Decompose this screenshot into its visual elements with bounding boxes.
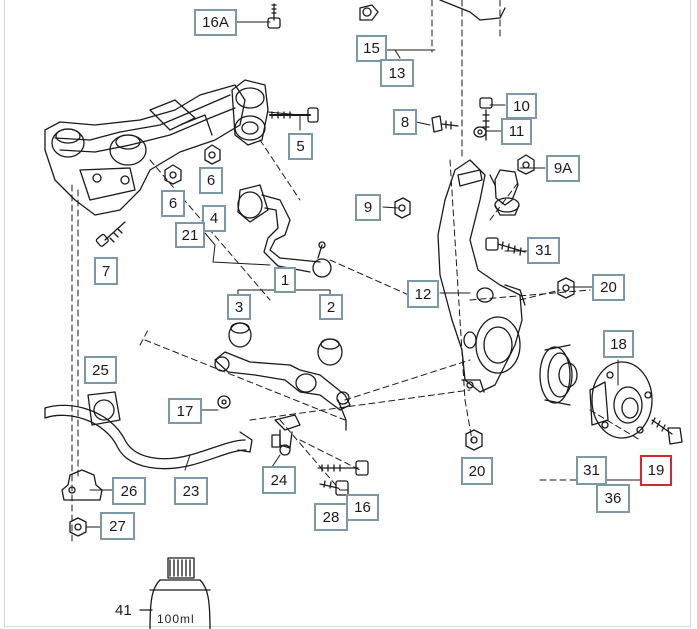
callout-17[interactable]: 17 xyxy=(168,398,202,424)
callout-5[interactable]: 5 xyxy=(288,133,313,160)
nut-20b xyxy=(465,429,483,451)
upper-link xyxy=(237,184,332,278)
coupling-link xyxy=(271,414,301,456)
callout-27[interactable]: 27 xyxy=(100,512,135,540)
diagram-frame xyxy=(4,0,691,627)
callout-9[interactable]: 9 xyxy=(355,194,381,221)
bolt-31a xyxy=(485,237,526,256)
label-41: 41 xyxy=(115,602,132,619)
callout-15[interactable]: 15 xyxy=(356,35,387,62)
nut-6b xyxy=(164,164,182,185)
nut-27 xyxy=(69,517,87,537)
callout-18[interactable]: 18 xyxy=(603,330,634,358)
washer-11 xyxy=(473,126,487,138)
callout-10[interactable]: 10 xyxy=(506,93,537,119)
callout-9a[interactable]: 9A xyxy=(546,155,580,182)
upper-mount xyxy=(231,79,319,146)
callout-6-right[interactable]: 6 xyxy=(199,167,223,194)
callout-36[interactable]: 36 xyxy=(596,484,630,513)
wheel-bearing xyxy=(539,344,578,406)
nut-9 xyxy=(394,197,411,219)
callout-13[interactable]: 13 xyxy=(380,59,414,87)
lower-arm xyxy=(214,351,351,431)
callout-20-upper[interactable]: 20 xyxy=(592,274,625,301)
callout-31-lower[interactable]: 31 xyxy=(576,456,607,485)
bolt-28 xyxy=(319,480,349,496)
callout-31-upper[interactable]: 31 xyxy=(527,237,560,264)
callout-7[interactable]: 7 xyxy=(94,257,118,285)
callout-16a[interactable]: 16A xyxy=(194,9,237,36)
callout-2[interactable]: 2 xyxy=(319,294,343,320)
bushing-3 xyxy=(228,322,252,348)
bolt-8 xyxy=(431,115,459,133)
pivot-bearing xyxy=(437,159,526,393)
callout-12[interactable]: 12 xyxy=(407,280,439,308)
callout-8[interactable]: 8 xyxy=(393,109,417,135)
callout-1[interactable]: 1 xyxy=(274,267,296,293)
bracket-top xyxy=(439,0,506,21)
callout-28[interactable]: 28 xyxy=(314,503,348,531)
bolt-16 xyxy=(317,460,369,476)
callout-3[interactable]: 3 xyxy=(227,294,251,320)
bushing-2 xyxy=(317,338,343,366)
grease-bottle xyxy=(139,557,211,629)
subframe xyxy=(44,84,246,216)
callout-16[interactable]: 16 xyxy=(346,494,379,521)
stabilizer-bar xyxy=(44,404,253,470)
callout-23[interactable]: 23 xyxy=(174,477,208,505)
bolt-19 xyxy=(651,417,683,445)
callout-25[interactable]: 25 xyxy=(84,356,117,384)
nut-20a xyxy=(557,277,575,299)
nut-6a xyxy=(204,144,221,165)
callout-20-lower[interactable]: 20 xyxy=(461,457,493,485)
washer-17 xyxy=(217,395,231,409)
callout-24[interactable]: 24 xyxy=(262,466,296,494)
stab-bracket xyxy=(61,469,103,501)
bolt-10 xyxy=(479,97,493,141)
solid-leaders xyxy=(85,21,656,528)
bolt-7 xyxy=(95,221,126,247)
callout-4[interactable]: 4 xyxy=(202,205,226,232)
nut-15 xyxy=(359,4,379,21)
callout-21[interactable]: 21 xyxy=(175,222,205,248)
bolt-16a xyxy=(267,3,281,29)
ball-joint xyxy=(489,169,520,216)
wheel-hub xyxy=(589,361,653,439)
stab-bushing xyxy=(87,391,121,426)
callout-11[interactable]: 11 xyxy=(501,118,532,145)
nut-9a xyxy=(517,154,535,175)
callout-26[interactable]: 26 xyxy=(112,477,146,505)
bottle-volume-label: 100ml xyxy=(157,612,195,626)
callout-6-left[interactable]: 6 xyxy=(161,190,185,217)
callout-19-selected[interactable]: 19 xyxy=(640,455,672,486)
